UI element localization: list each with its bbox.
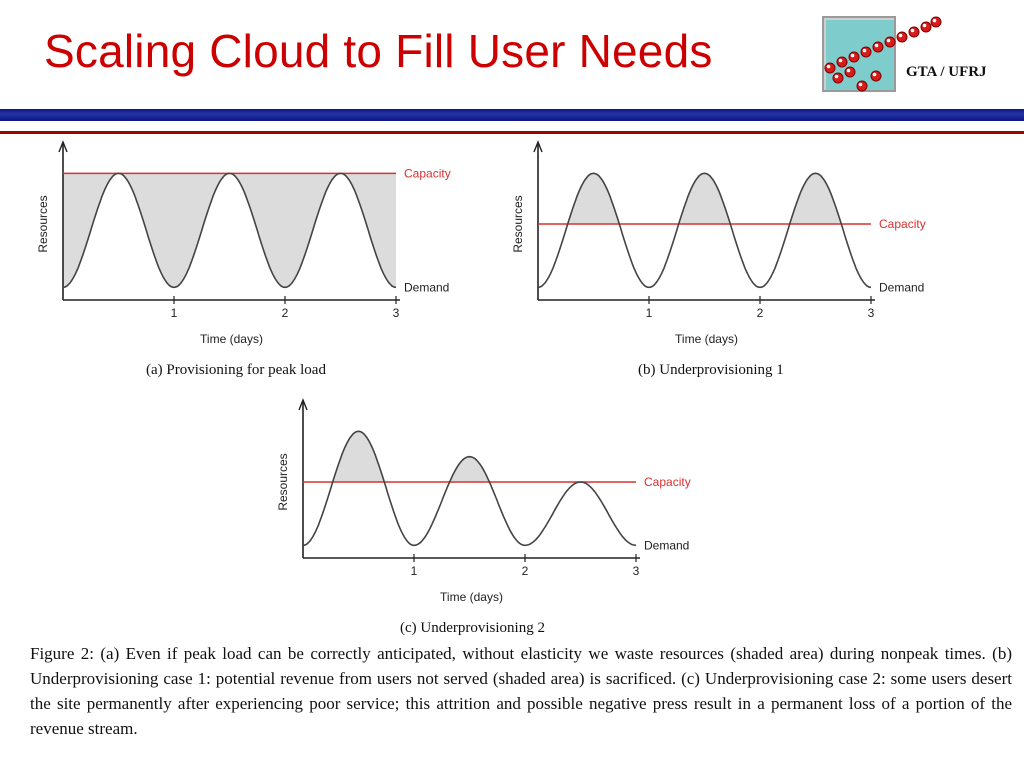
x-tick-label: 2 <box>522 564 529 578</box>
x-tick-label: 3 <box>868 306 875 320</box>
logo-dot <box>884 36 896 48</box>
y-axis-label: Resources <box>276 453 290 510</box>
logo-text: GTA / UFRJ <box>906 64 987 80</box>
shaded-area <box>567 173 842 224</box>
capacity-label: Capacity <box>404 166 451 180</box>
x-tick-label: 3 <box>393 306 400 320</box>
logo-dot-highlight <box>838 58 843 63</box>
x-tick-label: 2 <box>757 306 764 320</box>
y-axis-label: Resources <box>36 195 50 252</box>
logo-dot <box>930 16 942 28</box>
logo-dot <box>844 66 856 78</box>
shaded-area <box>63 173 396 288</box>
logo-dot-highlight <box>898 33 903 38</box>
logo-dot-highlight <box>910 28 915 33</box>
demand-line <box>302 430 637 547</box>
x-axis-label: Time (days) <box>200 332 263 346</box>
logo-dot-highlight <box>886 38 891 43</box>
logo-dot-highlight <box>858 82 863 87</box>
figure-caption: Figure 2: (a) Even if peak load can be c… <box>30 644 1012 738</box>
x-axis-label: Time (days) <box>675 332 738 346</box>
capacity-label: Capacity <box>644 475 691 489</box>
capacity-label: Capacity <box>879 217 926 231</box>
demand-line <box>62 172 397 289</box>
x-tick-label: 1 <box>646 306 653 320</box>
caption-chart-c: (c) Underprovisioning 2 <box>400 620 545 636</box>
logo-dots-icon <box>824 16 942 92</box>
y-axis-arrow-icon <box>533 140 543 153</box>
logo-dot-highlight <box>932 18 937 23</box>
caption-chart-a: (a) Provisioning for peak load <box>146 362 326 378</box>
logo-dot <box>848 51 860 63</box>
x-tick-label: 3 <box>633 564 640 578</box>
y-axis-label: Resources <box>511 195 525 252</box>
y-axis-arrow-icon <box>298 398 308 411</box>
logo-dot <box>872 41 884 53</box>
x-axis-label: Time (days) <box>440 590 503 604</box>
header-band <box>0 109 1024 121</box>
logo-dot <box>870 70 882 82</box>
demand-label: Demand <box>404 280 449 294</box>
x-tick-label: 2 <box>282 306 289 320</box>
logo-dot <box>836 56 848 68</box>
logo-dot-highlight <box>846 68 851 73</box>
logo-dot <box>856 80 868 92</box>
slide-title: Scaling Cloud to Fill User Needs <box>44 25 713 77</box>
logo-dot-highlight <box>872 72 877 77</box>
logo-dot <box>824 62 836 74</box>
demand-label: Demand <box>879 280 924 294</box>
logo-dot-highlight <box>922 23 927 28</box>
logo-dot-highlight <box>850 53 855 58</box>
logo-dot <box>860 46 872 58</box>
logo-dot-highlight <box>862 48 867 53</box>
logo-dot-highlight <box>826 64 831 69</box>
caption-chart-b: (b) Underprovisioning 1 <box>638 362 784 378</box>
logo-dot <box>920 21 932 33</box>
demand-label: Demand <box>644 538 689 552</box>
logo-dot <box>896 31 908 43</box>
gta-ufrj-logo: GTA / UFRJ <box>818 12 1014 98</box>
x-tick-label: 1 <box>411 564 418 578</box>
shaded-area <box>332 431 581 482</box>
logo-dot <box>832 72 844 84</box>
header-rule <box>0 131 1024 134</box>
x-tick-label: 1 <box>171 306 178 320</box>
logo-dot-highlight <box>834 74 839 79</box>
logo-dot <box>908 26 920 38</box>
y-axis-arrow-icon <box>58 140 68 153</box>
demand-line <box>537 172 872 289</box>
logo-dot-highlight <box>874 43 879 48</box>
